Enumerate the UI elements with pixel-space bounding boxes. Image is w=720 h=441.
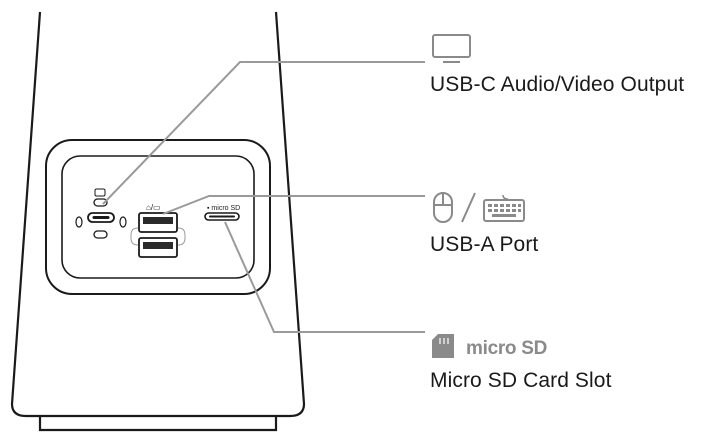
micro-sd-logo-text: micro SD: [466, 338, 548, 359]
usb-a-mini-icons: ⌂/▭: [146, 203, 161, 212]
usb-a-label: USB-A Port: [430, 233, 539, 256]
usb-c-monitor-mini-icon: [94, 188, 106, 197]
usb-a-leader-line: [162, 195, 425, 215]
icon-separator-slash: [461, 192, 476, 223]
svg-text:▪ micro SD: ▪ micro SD: [207, 205, 240, 212]
usb-c-label: USB-C Audio/Video Output: [430, 73, 685, 96]
port-panel-inner: [61, 155, 255, 279]
usb-a-ports: ⌂/▭: [130, 203, 186, 258]
usb-c-leader-line: [102, 61, 425, 205]
usb-c-port: [75, 188, 127, 239]
micro-sd-leader-line: [224, 221, 425, 333]
usb-c-socket: [87, 212, 115, 223]
micro-sd-slot: ▪ micro SD: [204, 205, 240, 221]
monitor-icon: [432, 34, 471, 63]
keyboard-icon: [483, 194, 525, 222]
mouse-icon: [433, 192, 453, 223]
micro-sd-label: Micro SD Card Slot: [430, 369, 612, 392]
leader-lines: [102, 61, 425, 333]
sd-card-icon: [432, 334, 454, 358]
